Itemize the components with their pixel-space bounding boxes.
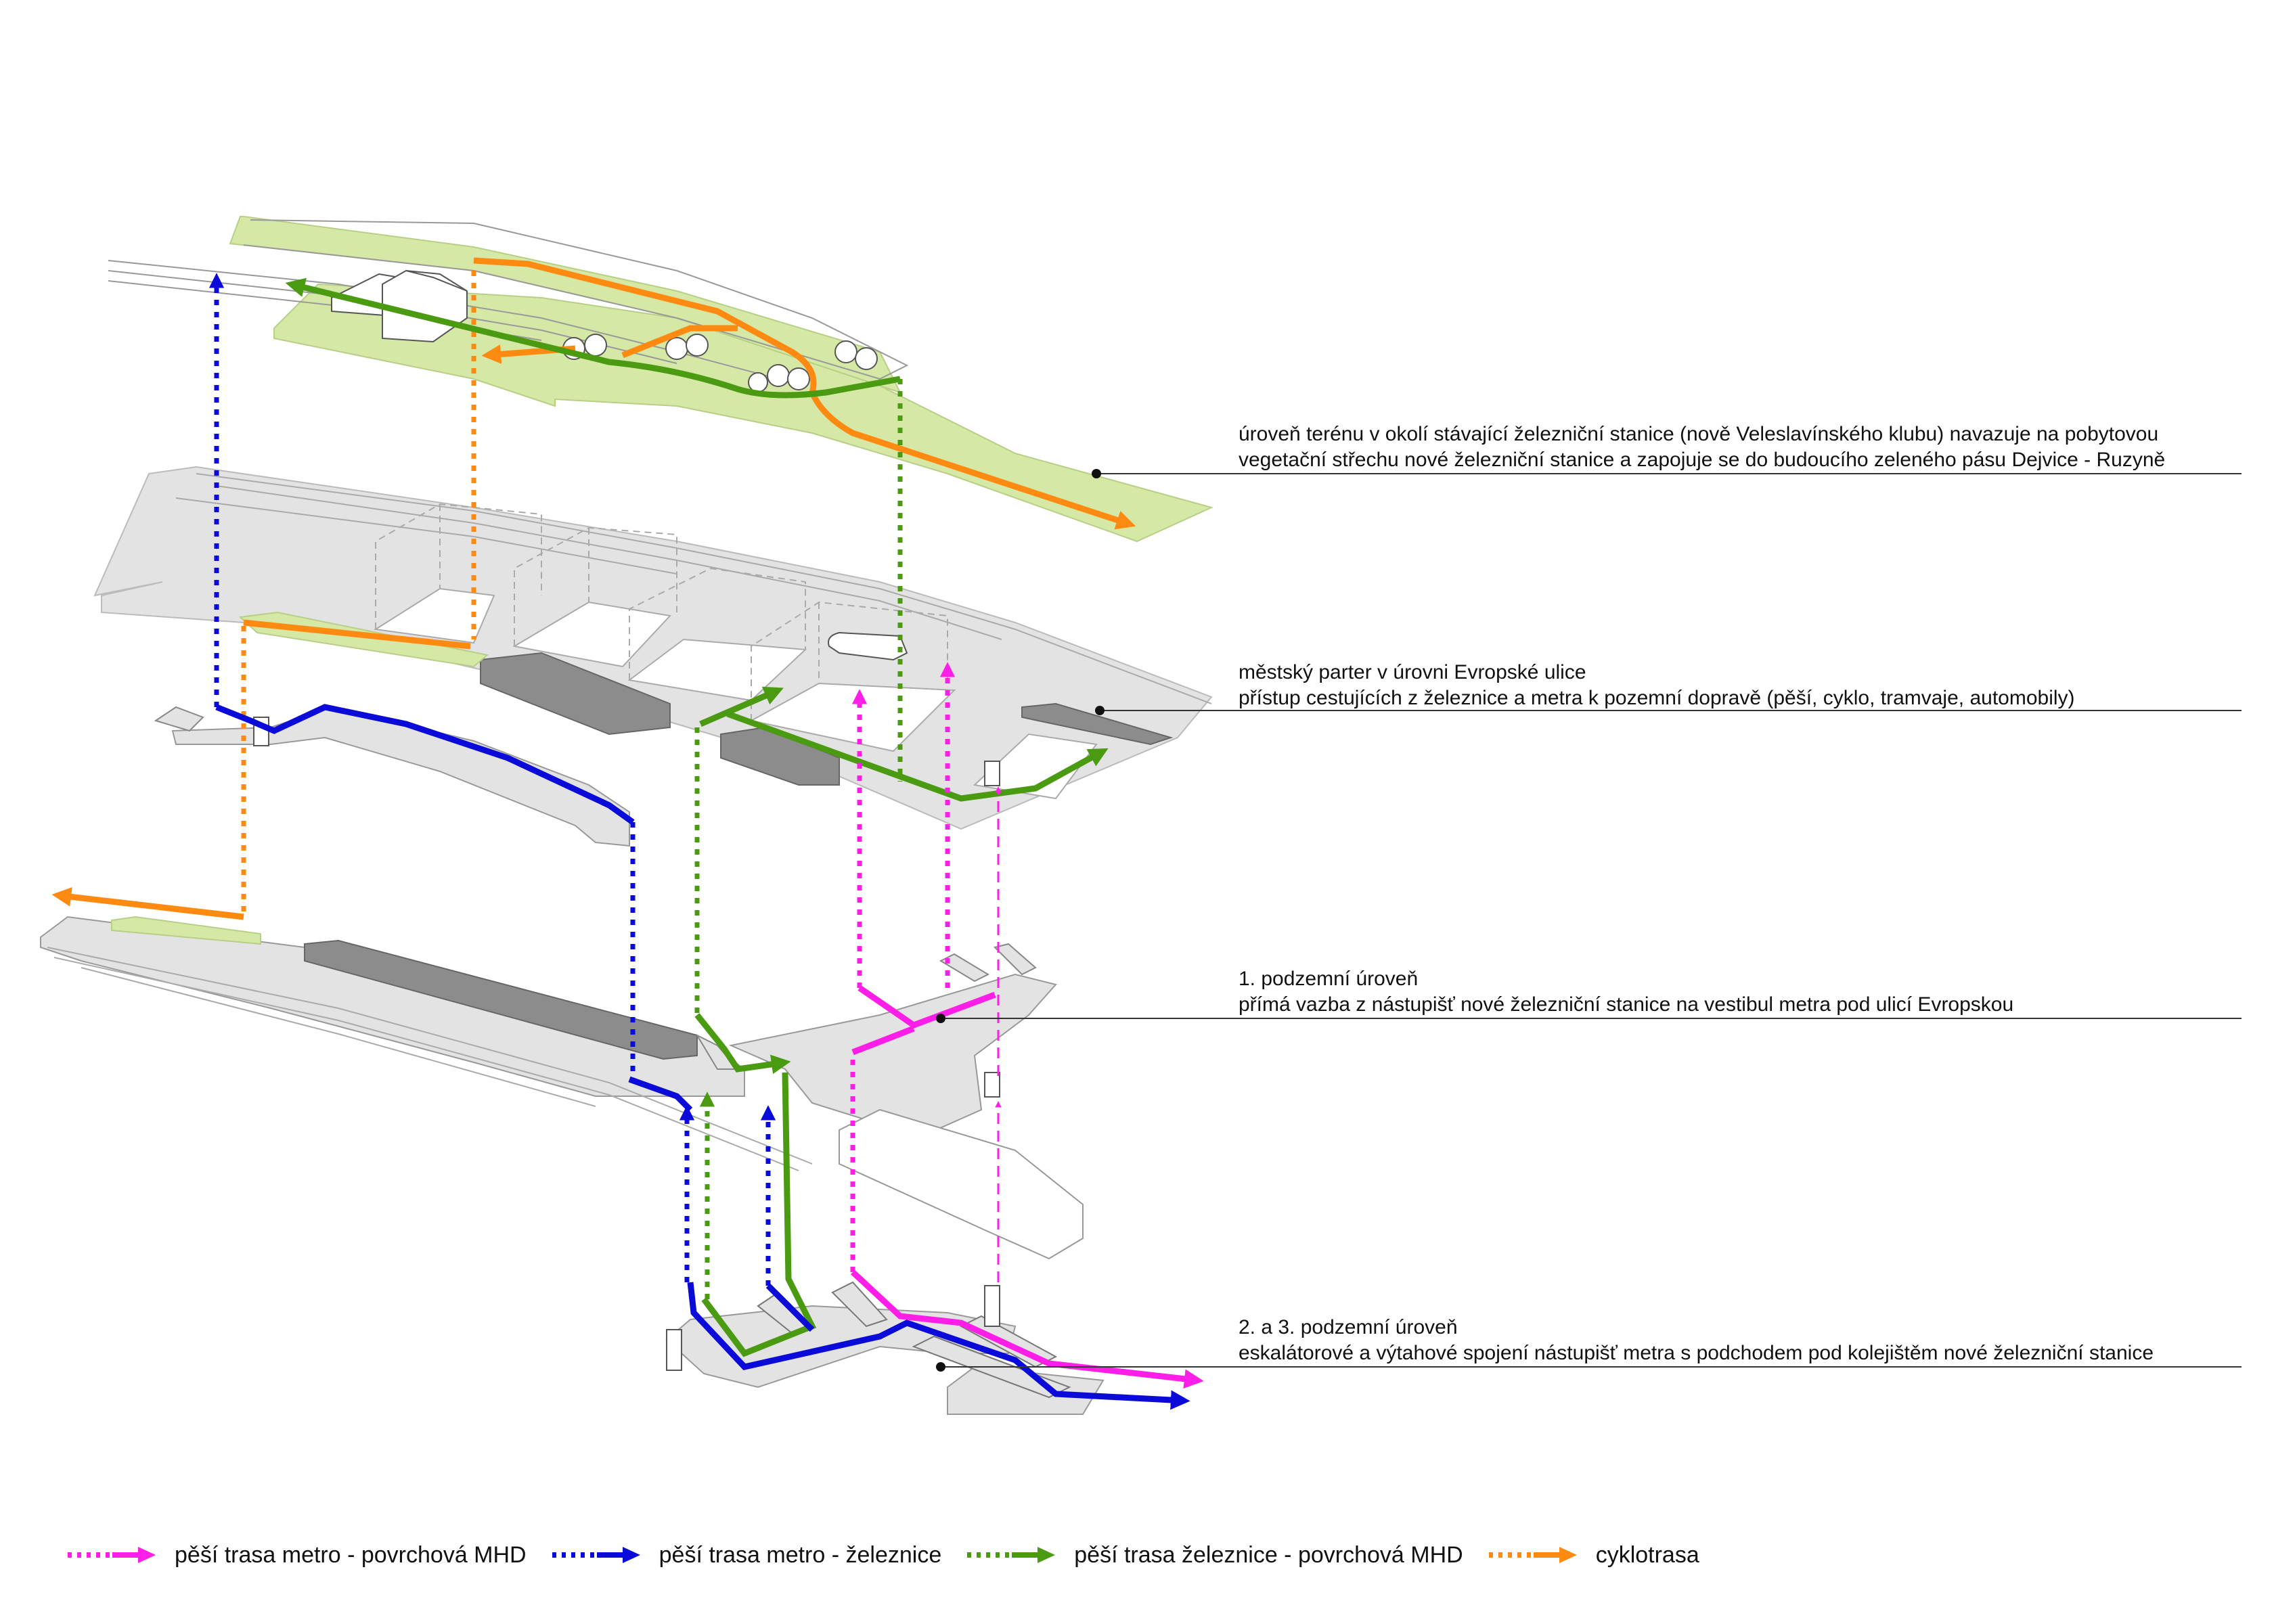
legend-label-cycle: cyklotrasa xyxy=(1595,1541,1699,1568)
underground-corridor-1 xyxy=(171,706,630,847)
legend-item-metro-surface: pěší trasa metro - povrchová MHD xyxy=(65,1542,527,1569)
cycle-route-top-left xyxy=(621,325,738,359)
blue-route-lower-2 xyxy=(765,1283,815,1332)
route-metro-surface xyxy=(850,662,1204,1389)
dashed-volumes xyxy=(375,503,948,721)
platform-block-1 xyxy=(480,652,671,736)
legend-item-metro-rail: pěší trasa metro - železnice xyxy=(550,1541,942,1569)
blue-route-u1 xyxy=(215,704,635,825)
elevator-lower-left xyxy=(666,1329,682,1371)
elevator-lower xyxy=(984,1285,1000,1327)
legend-label-rail-surface: pěší trasa železnice - povrchová MHD xyxy=(1074,1541,1463,1568)
legend-swatch-blue xyxy=(552,1547,640,1563)
legend-swatch-green xyxy=(967,1547,1056,1563)
magenta-route-u1b xyxy=(851,1025,915,1056)
level-2-line2: přístup cestujících z železnice a metra … xyxy=(1239,687,2075,709)
green-route-u1 xyxy=(694,1013,791,1075)
magenta-route-u1 xyxy=(857,985,996,1029)
level-2-line1: městský parter v úrovni Evropské ulice xyxy=(1239,661,1586,683)
elevator-l2 xyxy=(984,761,1000,786)
level-3-label: 1. podzemní úroveň přímá vazba z nástupi… xyxy=(1239,966,2013,1018)
cycle-route-u1 xyxy=(51,887,244,920)
legend-item-rail-surface: pěší trasa železnice - povrchová MHD xyxy=(964,1542,1463,1569)
green-route-street xyxy=(699,686,784,727)
courtyard-voids xyxy=(374,587,1098,800)
route-metro-rail xyxy=(208,273,1190,1410)
legend-label-metro-surface: pěší trasa metro - povrchová MHD xyxy=(175,1541,527,1568)
upper-platform-outline xyxy=(243,219,909,380)
rail-lines-u1 xyxy=(47,947,813,1171)
dark-platform-u1 xyxy=(304,939,698,1060)
legend: pěší trasa metro - povrchová MHD pěší tr… xyxy=(65,1535,1722,1575)
tram xyxy=(828,631,908,661)
metro-vestibule-plane xyxy=(728,973,1057,1138)
green-strip-u1 xyxy=(111,916,261,945)
stair-hall-left xyxy=(154,706,204,732)
legend-swatch-magenta xyxy=(68,1547,156,1563)
level-4-line1: 2. a 3. podzemní úroveň xyxy=(1239,1316,1458,1338)
platform-block-3 xyxy=(1021,702,1174,746)
trees xyxy=(562,334,878,392)
level-3-line1: 1. podzemní úroveň xyxy=(1239,968,1419,990)
legend-item-cycle: cyklotrasa xyxy=(1486,1542,1699,1569)
leader-dots xyxy=(936,469,1105,1372)
metro-tunnel-arc xyxy=(839,1108,1084,1260)
rail-platform-plane xyxy=(40,916,745,1097)
level-1-label: úroveň terénu v okolí stávající železnič… xyxy=(1239,422,2165,473)
level-4-label: 2. a 3. podzemní úroveň eskalátorové a v… xyxy=(1239,1315,2154,1366)
cycle-route-street xyxy=(243,619,471,650)
magenta-route-lower xyxy=(850,1269,1204,1389)
level-1-line1: úroveň terénu v okolí stávající železnič… xyxy=(1239,423,2159,445)
street-level xyxy=(93,466,1213,847)
underground-1-level xyxy=(40,706,1084,1260)
legend-label-metro-rail: pěší trasa metro - železnice xyxy=(659,1541,942,1568)
elevator-u1 xyxy=(984,1072,1000,1098)
leader-lines xyxy=(941,473,2242,1368)
level-2-label: městský parter v úrovni Evropské ulice p… xyxy=(1239,660,2075,711)
blue-route-lower xyxy=(687,1282,1190,1410)
legend-swatch-orange xyxy=(1488,1547,1577,1563)
level-1-line2: vegetační střechu nové železniční stanic… xyxy=(1239,449,2166,471)
escalator-stubs-u1 xyxy=(695,943,1037,1070)
route-rail-surface xyxy=(285,277,1109,1357)
level-4-line2: eskalátorové a výtahové spojení nástupiš… xyxy=(1239,1342,2154,1364)
route-cycle xyxy=(51,257,1136,920)
green-route-top xyxy=(285,277,901,399)
level-3-line2: přímá vazba z nástupišť nové železniční … xyxy=(1239,993,2014,1016)
